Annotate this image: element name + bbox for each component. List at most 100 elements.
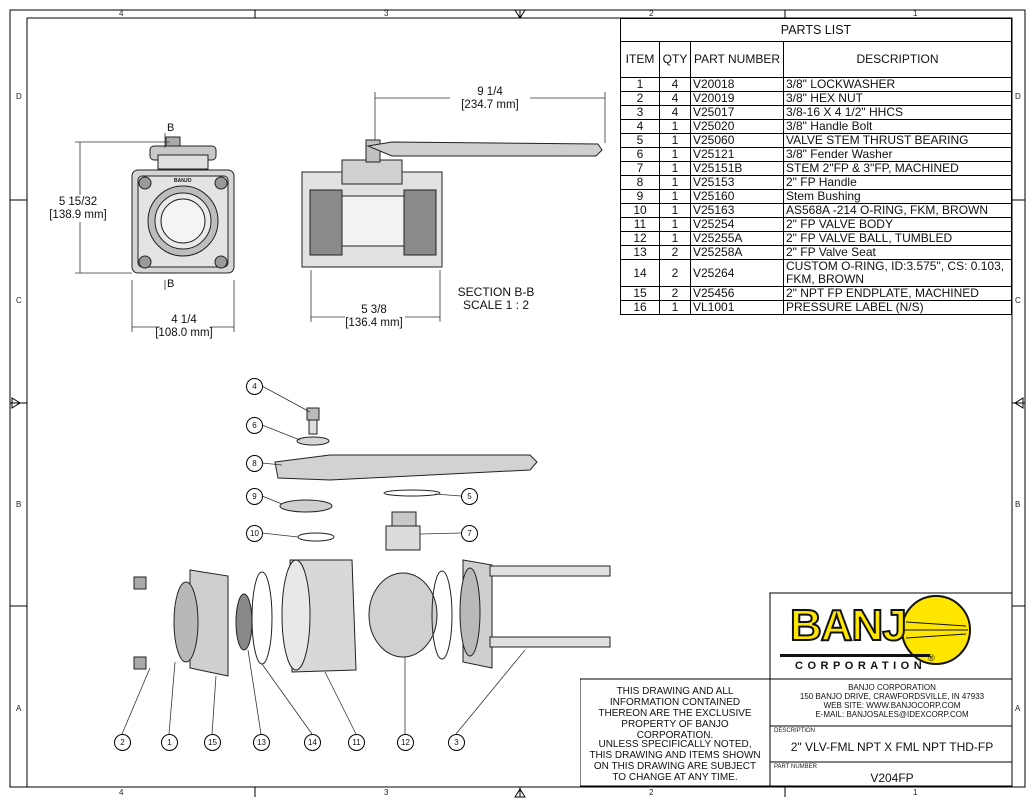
item-balloon: 7 — [461, 525, 478, 542]
part-number-cell: V25254 — [690, 217, 784, 232]
description-cell: 3/8" LOCKWASHER — [783, 77, 1012, 92]
item-cell: 11 — [620, 217, 660, 232]
section-marker-top: B — [167, 122, 175, 134]
item-cell: 3 — [620, 105, 660, 120]
zone-label-bottom: 2 — [649, 788, 654, 797]
qty-cell: 1 — [659, 300, 691, 315]
zone-label-side: C — [1015, 296, 1021, 305]
drawing-part-number: V204FP — [870, 771, 914, 785]
qty-cell: 1 — [659, 175, 691, 190]
part-number-cell: V25060 — [690, 133, 784, 148]
exploded-view — [133, 407, 611, 677]
qty-cell: 1 — [659, 133, 691, 148]
logo-underline — [780, 654, 930, 657]
section-caption: SECTION B-B SCALE 1 : 2 — [450, 286, 542, 312]
item-cell: 12 — [620, 231, 660, 246]
dim-length-mm: [136.4 mm] — [345, 317, 403, 329]
dim-handle-mm: [234.7 mm] — [461, 99, 519, 111]
item-balloon: 15 — [204, 734, 221, 751]
title-block-frame — [580, 592, 1012, 787]
dim-height: 5 15/32 [138.9 mm] — [38, 196, 118, 222]
description-cell: 3/8" Handle Bolt — [783, 119, 1012, 134]
part-number-cell: V20019 — [690, 91, 784, 106]
item-cell: 15 — [620, 286, 660, 301]
company-info: BANJO CORPORATION 150 BANJO DRIVE, CRAWF… — [773, 683, 1011, 719]
description-cell: 3/8" HEX NUT — [783, 91, 1012, 106]
description-cell: PRESSURE LABEL (N/S) — [783, 300, 1012, 315]
front-view — [131, 136, 235, 274]
item-balloon: 12 — [397, 734, 414, 751]
item-cell: 16 — [620, 300, 660, 315]
center-mark-left — [11, 397, 21, 409]
qty-cell: 4 — [659, 105, 691, 120]
zone-label-side: C — [16, 296, 22, 305]
zone-label-side: D — [1015, 92, 1021, 101]
description-cell: AS568A -214 O-RING, FKM, BROWN — [783, 203, 1012, 218]
part-number-cell: V25456 — [690, 286, 784, 301]
qty-cell: 1 — [659, 161, 691, 176]
center-mark-top — [514, 9, 526, 19]
qty-cell: 2 — [659, 259, 691, 287]
dim-height-mm: [138.9 mm] — [49, 209, 107, 221]
zone-label-top: 4 — [119, 9, 124, 18]
company-address: 150 BANJO DRIVE, CRAWFORDSVILLE, IN 4793… — [799, 692, 985, 701]
col-header-part-number: PART NUMBER — [690, 41, 784, 78]
part-number-label: PART NUMBER — [774, 764, 818, 770]
part-number-cell: V25121 — [690, 147, 784, 162]
dim-front-width: 4 1/4 [108.0 mm] — [148, 314, 220, 340]
item-balloon: 9 — [246, 488, 263, 505]
zone-label-top: 1 — [913, 9, 918, 18]
parts-list-title: PARTS LIST — [620, 18, 1012, 42]
part-number-cell: V25017 — [690, 105, 784, 120]
qty-cell: 2 — [659, 245, 691, 260]
item-balloon: 14 — [304, 734, 321, 751]
body-brand-mark: BANJO — [174, 178, 192, 184]
description-cell: CUSTOM O-RING, ID:3.575", CS: 0.103, FKM… — [783, 259, 1012, 287]
item-cell: 1 — [620, 77, 660, 92]
part-number-cell: V20018 — [690, 77, 784, 92]
qty-cell: 2 — [659, 286, 691, 301]
zone-label-side: B — [16, 500, 22, 509]
description-cell: Stem Bushing — [783, 189, 1012, 204]
change-notice: UNLESS SPECIFICALLY NOTED, THIS DRAWING … — [589, 739, 761, 783]
col-header-qty: QTY — [659, 41, 691, 78]
item-balloon: 11 — [348, 734, 365, 751]
zone-label-bottom: 3 — [384, 788, 389, 797]
section-marker-bottom: B — [167, 278, 175, 290]
col-header-description: DESCRIPTION — [783, 41, 1012, 78]
logo-corporation: CORPORATION — [795, 660, 927, 672]
balloon-leaders — [121, 385, 526, 735]
zone-label-side: A — [16, 704, 22, 713]
item-cell: 13 — [620, 245, 660, 260]
description-label: DESCRIPTION — [774, 728, 816, 734]
dim-front-width-in: 4 1/4 — [171, 314, 197, 326]
description-cell: 2" FP VALVE BODY — [783, 217, 1012, 232]
dim-handle-in: 9 1/4 — [477, 86, 503, 98]
part-number-cell: V25153 — [690, 175, 784, 190]
description-cell: VALVE STEM THRUST BEARING — [783, 133, 1012, 148]
company-name: BANJO CORPORATION — [848, 683, 936, 692]
part-number-cell: V25255A — [690, 231, 784, 246]
center-mark-bottom — [514, 788, 526, 798]
zone-label-top: 3 — [384, 9, 389, 18]
item-cell: 14 — [620, 259, 660, 287]
qty-cell: 1 — [659, 119, 691, 134]
front-dimensions — [75, 133, 235, 332]
zone-label-top: 2 — [649, 9, 654, 18]
section-view — [301, 139, 603, 268]
